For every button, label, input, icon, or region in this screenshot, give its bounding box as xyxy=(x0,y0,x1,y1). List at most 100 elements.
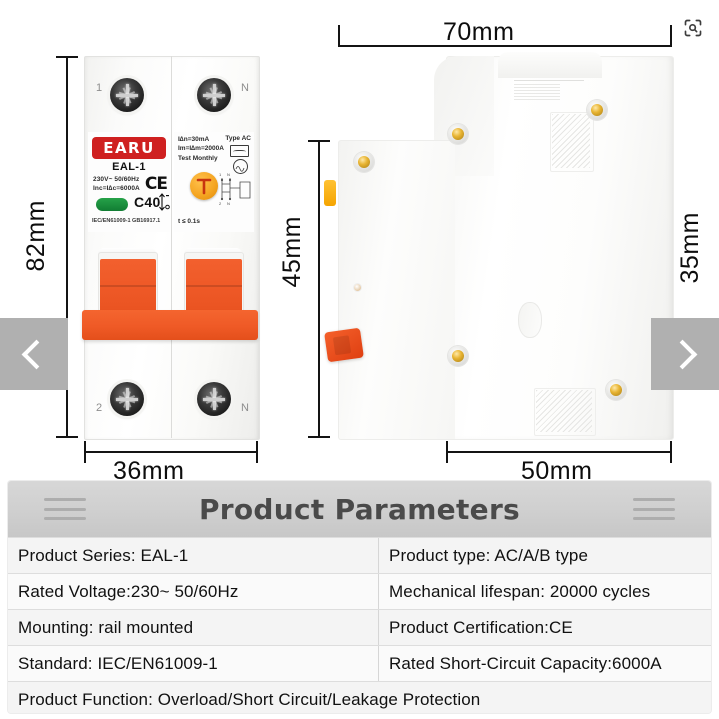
terminal-screw-star-4 xyxy=(197,382,231,416)
brand-name: EARU xyxy=(103,139,155,157)
dim-side-right-height-label: 35mm xyxy=(676,212,704,284)
wiring-diagram-icon: 1 N 2 N xyxy=(219,172,251,206)
svg-text:N: N xyxy=(227,172,230,177)
im-rating-text: Im=I∆m=2000A xyxy=(178,145,224,152)
dim-front-width-label: 36mm xyxy=(113,457,185,485)
trip-time-text: t ≤ 0.1s xyxy=(178,218,200,225)
dim-front-height-cap-bottom xyxy=(56,436,78,438)
dim-front-width-cap-right xyxy=(256,441,258,463)
ac-waveform-icon xyxy=(230,145,249,157)
selectivity-icon xyxy=(233,159,248,174)
table-row: Mounting: rail mounted Product Certifica… xyxy=(8,609,711,645)
side-yellow-tab xyxy=(324,180,336,206)
test-button-t-glyph xyxy=(196,178,212,195)
param-product-function: Product Function: Overload/Short Circuit… xyxy=(18,689,481,709)
breaker-side-view xyxy=(324,52,680,440)
breaker-front-view: 1 N EARU EAL-1 230V~ 50/60Hz Inc=I∆c=600… xyxy=(82,56,260,440)
front-label-left: EARU EAL-1 230V~ 50/60Hz Inc=I∆c=6000A C… xyxy=(88,132,170,232)
rivet-bottom-right xyxy=(606,380,626,400)
param-standard: Standard: IEC/EN61009-1 xyxy=(8,646,379,681)
chevron-left-icon xyxy=(21,339,52,369)
scan-zoom-icon[interactable] xyxy=(677,12,709,44)
lever-tie-bar[interactable] xyxy=(82,310,258,340)
dim-side-left-height-label: 45mm xyxy=(278,216,306,288)
side-panel-bottom-recess xyxy=(534,388,596,436)
dim-front-width-line xyxy=(84,451,258,453)
dim-side-bottom-width-cap-right xyxy=(670,441,672,463)
test-monthly-text: Test Monthly xyxy=(178,155,218,162)
dim-side-bottom-width-label: 50mm xyxy=(521,457,593,485)
param-mounting: Mounting: rail mounted xyxy=(8,610,379,645)
param-rated-voltage: Rated Voltage:230~ 50/60Hz xyxy=(8,574,379,609)
rivet-top-right xyxy=(587,100,607,120)
brand-badge: EARU xyxy=(92,137,166,159)
svg-text:N: N xyxy=(227,201,230,206)
status-indicator-green xyxy=(96,198,128,211)
dim-side-left-height-line xyxy=(318,140,320,438)
side-panel-recess xyxy=(550,112,594,172)
pole-divider xyxy=(171,56,172,438)
dim-front-height-cap-top xyxy=(56,56,78,58)
param-product-type: Product type: AC/A/B type xyxy=(389,545,589,565)
header-lines-right-icon xyxy=(633,498,675,520)
terminal-label-bottom-left: 2 xyxy=(96,402,103,414)
side-panel-hatching xyxy=(552,114,590,168)
dim-front-height-line xyxy=(66,56,68,438)
dim-side-left-height-cap-top xyxy=(308,140,330,142)
header-lines-left-icon xyxy=(44,498,86,520)
spec-voltage: 230V~ 50/60Hz xyxy=(93,176,140,183)
current-rating: C40 xyxy=(134,194,161,210)
terminal-label-top-left: 1 xyxy=(96,82,103,94)
terminal-label-top-right: N xyxy=(241,82,249,94)
front-label-right: I∆n=30mA Im=I∆m=2000A Test Monthly Type … xyxy=(174,132,254,232)
dim-side-top-width-cap-right xyxy=(670,25,672,47)
toggle-lever-assembly[interactable] xyxy=(82,248,258,352)
terminal-screw-bottom-left xyxy=(110,382,144,416)
residual-current-text: I∆n=30mA xyxy=(178,136,210,143)
test-button[interactable] xyxy=(190,172,218,200)
terminal-screw-top-right xyxy=(197,78,231,112)
side-oval-detail xyxy=(518,302,542,338)
param-short-circuit-capacity: Rated Short-Circuit Capacity:6000A xyxy=(389,653,662,673)
dim-side-top-width-line xyxy=(338,45,672,47)
svg-text:1: 1 xyxy=(219,172,222,177)
spec-breaking-capacity: Inc=I∆c=6000A xyxy=(93,185,140,192)
side-small-rivet xyxy=(354,284,361,291)
type-ac-text: Type AC xyxy=(225,135,251,142)
terminal-screw-top-left xyxy=(110,78,144,112)
rivet-mid-left xyxy=(448,124,468,144)
scan-zoom-glyph xyxy=(684,19,702,37)
terminal-screw-bottom-right xyxy=(197,382,231,416)
product-parameters-table: Product Parameters Product Series: EAL-1… xyxy=(8,481,711,713)
dim-front-height-label: 82mm xyxy=(22,200,50,272)
side-orange-lever[interactable] xyxy=(324,327,364,363)
terminal-screw-star-1 xyxy=(110,78,144,112)
table-row: Standard: IEC/EN61009-1 Rated Short-Circ… xyxy=(8,645,711,681)
dim-side-bottom-width-cap-left xyxy=(446,441,448,463)
next-image-button[interactable] xyxy=(651,318,719,390)
terminal-label-bottom-right: N xyxy=(241,402,249,414)
standards-text: IEC/EN61009-1 GB16917.1 xyxy=(92,218,161,224)
svg-text:2: 2 xyxy=(219,201,222,206)
prev-image-button[interactable] xyxy=(0,318,68,390)
selectivity-glyph xyxy=(235,166,245,172)
side-vent-lines xyxy=(514,84,560,100)
table-row: Product Function: Overload/Short Circuit… xyxy=(8,681,711,713)
dim-front-width-cap-left xyxy=(84,441,86,463)
parameters-title: Product Parameters xyxy=(198,492,521,526)
model-name: EAL-1 xyxy=(112,161,146,173)
table-row: Rated Voltage:230~ 50/60Hz Mechanical li… xyxy=(8,573,711,609)
chevron-right-icon xyxy=(667,339,698,369)
rivet-bottom-mid xyxy=(448,346,468,366)
param-mechanical-lifespan: Mechanical lifespan: 20000 cycles xyxy=(389,581,651,601)
dim-side-top-width-cap-left xyxy=(338,25,340,47)
param-certification: Product Certification:CE xyxy=(389,617,573,637)
ce-mark-icon: CE xyxy=(144,174,168,194)
dim-side-top-width-label: 70mm xyxy=(443,18,515,46)
dim-side-left-height-cap-bottom xyxy=(308,436,330,438)
terminal-screw-star-3 xyxy=(110,382,144,416)
rivet-lower-left xyxy=(354,152,374,172)
param-product-series: Product Series: EAL-1 xyxy=(8,538,379,573)
parameters-header: Product Parameters xyxy=(8,481,711,537)
